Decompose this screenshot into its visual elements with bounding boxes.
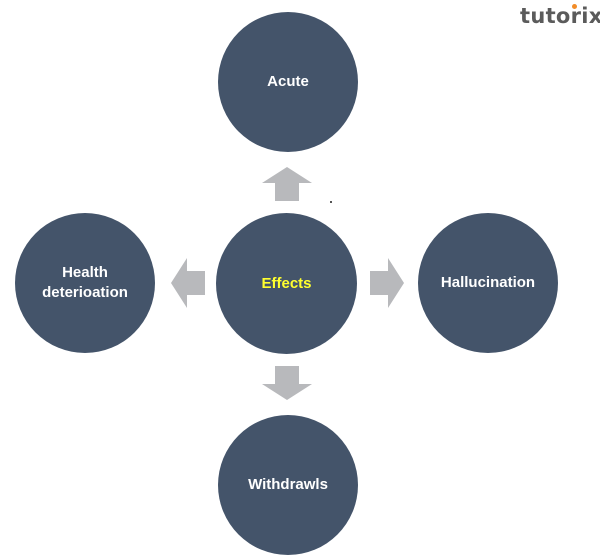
stray-dot bbox=[330, 201, 332, 203]
node-health-deterioation: Health deterioation bbox=[15, 213, 155, 353]
node-health-label: Health deterioation bbox=[42, 264, 128, 301]
logo-text: tutorix bbox=[520, 4, 600, 28]
node-acute: Acute bbox=[218, 12, 358, 152]
center-label: Effects bbox=[261, 274, 312, 292]
tutorix-logo: tutorix bbox=[520, 4, 600, 28]
arrow-up-icon bbox=[262, 167, 312, 201]
node-withdrawls-label: Withdrawls bbox=[248, 476, 328, 493]
arrow-down-icon bbox=[262, 366, 312, 400]
arrow-left-icon bbox=[171, 258, 205, 308]
node-acute-label: Acute bbox=[267, 73, 309, 90]
logo-dot-icon bbox=[572, 4, 577, 9]
node-hallucination: Hallucination bbox=[418, 213, 558, 353]
node-effects-center: Effects bbox=[216, 213, 357, 354]
node-withdrawls: Withdrawls bbox=[218, 415, 358, 555]
node-hallucination-label: Hallucination bbox=[440, 274, 536, 291]
arrow-right-icon bbox=[370, 258, 404, 308]
